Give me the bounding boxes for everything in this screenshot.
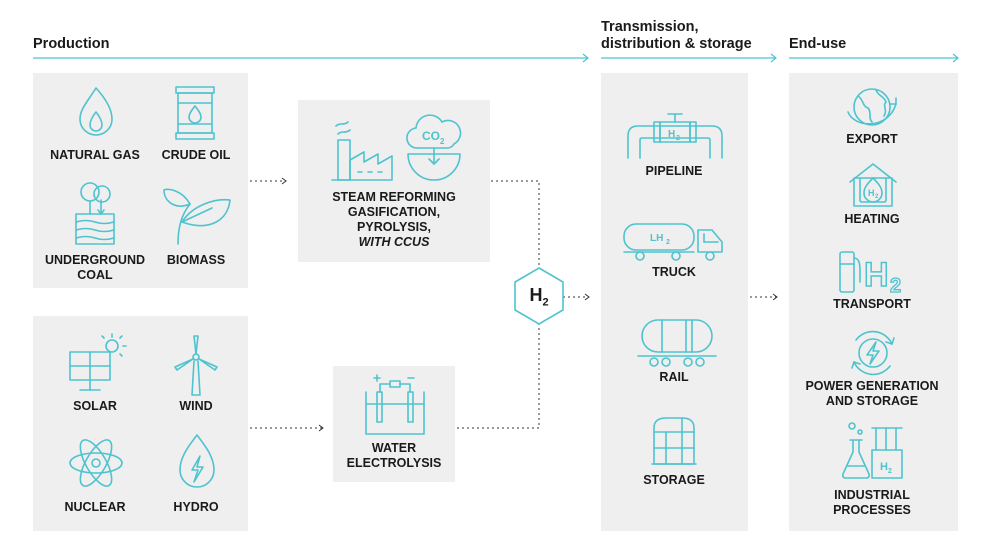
h2-transport-icon: H 2	[839, 251, 902, 294]
solar-panel-icon	[69, 333, 127, 391]
water-drop-bolt-icon	[179, 434, 215, 488]
nuclear-label: NUCLEAR	[64, 500, 126, 514]
heating-icon: H 2	[849, 163, 897, 207]
renewable-production-panel	[33, 316, 248, 531]
water-electrolysis-label: WATER ELECTROLYSIS	[347, 441, 442, 471]
storage-label: STORAGE	[643, 473, 705, 487]
underground-coal-label-line2: COAL	[77, 268, 113, 282]
arrow-renewable-to-electrolysis-head	[318, 424, 324, 432]
transport-h-text: H	[864, 256, 889, 294]
industrial-h2-subscript: 2	[888, 468, 892, 475]
wind-label: WIND	[179, 399, 213, 413]
electrolysis-cell-icon	[365, 374, 425, 435]
steam-reforming-panel	[298, 100, 490, 262]
pipeline-label: PIPELINE	[645, 164, 703, 178]
biomass-leaf-icon	[163, 188, 231, 245]
transport-2-text: 2	[890, 275, 901, 294]
rail-label: RAIL	[659, 370, 689, 384]
truck-lh2-subscript: 2	[666, 239, 670, 246]
industrial-processes-label: INDUSTRIAL PROCESSES	[833, 488, 911, 518]
co2-capture-icon: CO 2	[406, 114, 462, 181]
enduse-panel	[789, 73, 958, 531]
line-steam-to-h2	[491, 180, 540, 266]
rail-tanker-icon	[637, 319, 717, 367]
power-generation-line2: AND STORAGE	[825, 394, 919, 408]
hydro-label: HYDRO	[173, 500, 219, 514]
underground-coal-icon	[75, 182, 115, 245]
production-header: Production	[33, 36, 110, 52]
wind-turbine-icon	[174, 335, 218, 396]
export-label: EXPORT	[846, 132, 898, 146]
transport-label: TRANSPORT	[833, 297, 911, 311]
pipeline-icon: H 2	[627, 113, 723, 159]
steam-reforming-line4: WITH CCUS	[358, 235, 430, 249]
steam-reforming-label: STEAM REFORMING GASIFICATION, PYROLYSIS,…	[332, 190, 456, 250]
underground-coal-label: UNDERGROUND COAL	[45, 253, 145, 283]
arrow-transmission-to-enduse-head	[772, 293, 778, 301]
industrial-flask-icon: H 2	[842, 422, 903, 479]
heating-label: HEATING	[844, 212, 900, 226]
crude-oil-label: CRUDE OIL	[161, 148, 231, 162]
h2-subscript: 2	[542, 296, 549, 309]
heating-h2-subscript: 2	[875, 194, 879, 200]
oil-barrel-icon	[175, 86, 215, 140]
transmission-header: Transmission, distribution & storage	[601, 19, 752, 53]
arrow-fossil-to-steam-head	[281, 177, 287, 185]
power-generation-line1: POWER GENERATION	[805, 379, 939, 393]
natural-gas-label: NATURAL GAS	[50, 148, 140, 162]
globe-export-icon	[847, 88, 897, 126]
storage-tank-icon	[651, 417, 697, 465]
co2-text: CO	[422, 129, 440, 143]
power-generation-icon	[851, 330, 895, 376]
truck-icon: LH 2	[623, 223, 723, 261]
steam-reforming-line1: STEAM REFORMING	[332, 190, 456, 204]
flame-icon	[79, 87, 113, 136]
enduse-header: End-use	[789, 36, 847, 52]
electrolysis-panel	[333, 366, 455, 482]
pipeline-h2-text: H	[668, 129, 675, 140]
underground-coal-label-line1: UNDERGROUND	[45, 253, 145, 267]
steam-reforming-line2: GASIFICATION,	[347, 205, 441, 219]
solar-label: SOLAR	[73, 399, 117, 413]
steam-reforming-line3: PYROLYSIS,	[357, 220, 431, 234]
factory-icon	[331, 121, 393, 181]
industrial-processes-line1: INDUSTRIAL	[834, 488, 910, 502]
arrow-h2-to-transmission-head	[584, 293, 590, 301]
water-electrolysis-line2: ELECTROLYSIS	[346, 456, 442, 470]
industrial-h2-text: H	[880, 461, 888, 473]
transmission-header-line2: distribution & storage	[601, 36, 752, 52]
co2-subscript: 2	[440, 137, 445, 146]
pipeline-h2-subscript: 2	[676, 135, 680, 142]
line-electrolysis-to-h2	[457, 322, 540, 429]
h2-hexagon	[514, 267, 564, 325]
transmission-header-arrowhead	[770, 53, 777, 63]
truck-label: TRUCK	[652, 265, 696, 279]
production-header-arrowhead	[582, 53, 589, 63]
transmission-panel	[601, 73, 748, 531]
h2-hub-label: H2	[516, 285, 562, 309]
truck-lh2-text: LH	[650, 233, 663, 244]
water-electrolysis-line1: WATER	[371, 441, 417, 455]
enduse-header-arrowhead	[952, 53, 959, 63]
biomass-label: BIOMASS	[166, 253, 226, 267]
industrial-processes-line2: PROCESSES	[833, 503, 911, 517]
heating-h2-text: H	[868, 188, 875, 198]
atom-nuclear-icon	[69, 439, 123, 487]
h2-symbol: H	[529, 285, 543, 305]
power-generation-label: POWER GENERATION AND STORAGE	[805, 379, 938, 409]
transmission-header-line1: Transmission,	[601, 19, 699, 35]
